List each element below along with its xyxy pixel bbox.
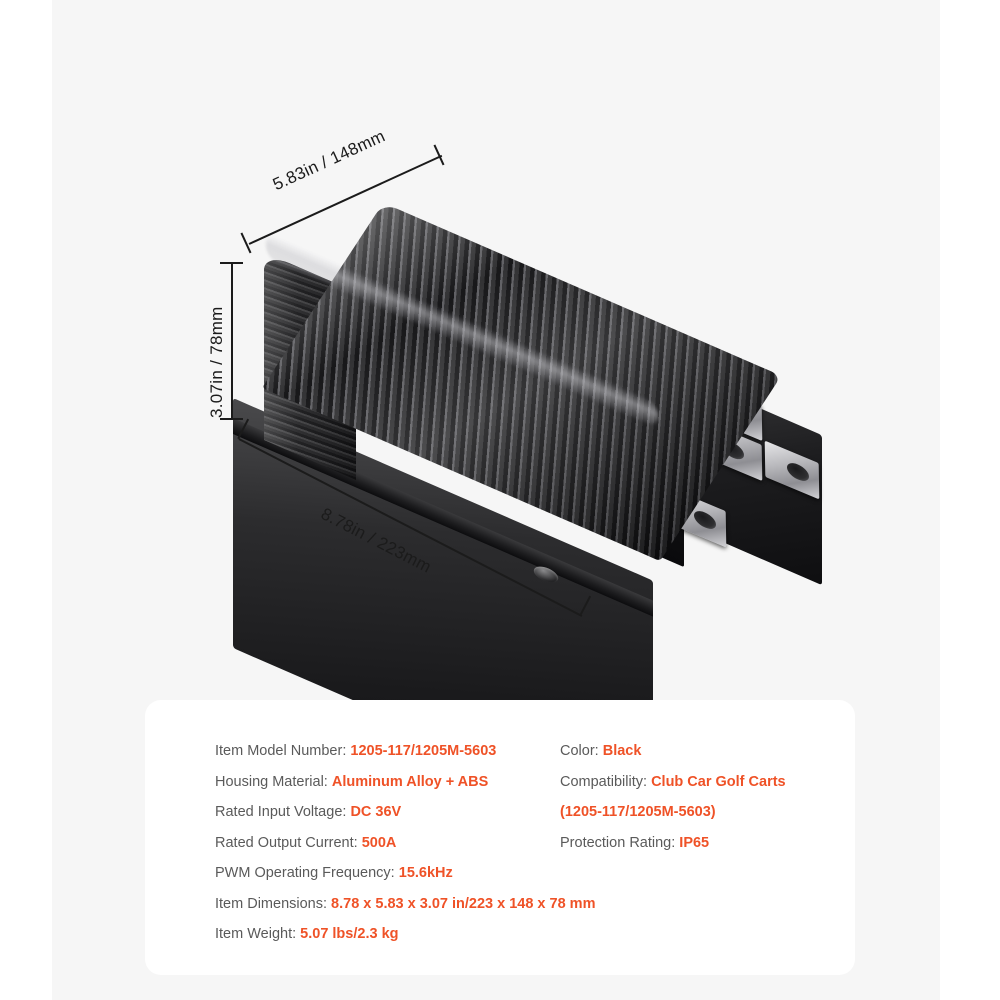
spec-value: Black [602, 743, 642, 759]
spec-value: Aluminum Alloy + ABS [331, 773, 489, 790]
height-dimension-line [231, 263, 233, 419]
spec-value: 1205-117/1205M-5603 [350, 743, 497, 759]
spec-row: (1205-117/1205M-5603) [560, 797, 835, 828]
spec-row: PWM Operating Frequency: 15.6kHz [215, 858, 560, 889]
spec-label: PWM Operating Frequency: [215, 865, 399, 881]
height-dimension-tick [220, 262, 243, 264]
spec-row: Protection Rating: IP65 [560, 828, 835, 859]
spec-row: Item Weight: 5.07 lbs/2.3 kg [215, 919, 560, 950]
height-dimension-tick [220, 418, 243, 420]
specification-card: Item Model Number: 1205-117/1205M-5603 H… [145, 700, 855, 975]
spec-row: Item Model Number: 1205-117/1205M-5603 [215, 736, 560, 767]
spec-row: Rated Input Voltage: DC 36V [215, 797, 560, 828]
spec-row: Compatibility: Club Car Golf Carts [560, 767, 835, 798]
spec-label: Item Dimensions: [215, 895, 332, 912]
spec-label: Protection Rating: [560, 834, 680, 851]
spec-label: Item Model Number: [215, 743, 351, 759]
spec-label: Compatibility: [560, 773, 652, 790]
spec-label: Rated Input Voltage: [215, 804, 351, 820]
spec-label: Item Weight: [215, 926, 301, 942]
spec-label: Housing Material: [215, 773, 332, 790]
spec-column-right: Color: Black Compatibility: Club Car Gol… [560, 736, 835, 950]
controller-illustration [0, 0, 1000, 690]
spec-row: Color: Black [560, 736, 835, 767]
spec-row: Rated Output Current: 500A [215, 828, 560, 859]
spec-value: (1205-117/1205M-5603) [560, 804, 716, 820]
spec-value: 15.6kHz [398, 865, 453, 881]
spec-value: IP65 [679, 834, 710, 851]
spec-value: 500A [361, 834, 397, 851]
height-dimension-label: 3.07in / 78mm [207, 306, 226, 418]
product-photo: 5.83in / 148mm 3.07in / 78mm 8.78in / 22… [0, 0, 1000, 690]
specification-grid: Item Model Number: 1205-117/1205M-5603 H… [215, 736, 835, 950]
spec-row: Housing Material: Aluminum Alloy + ABS [215, 767, 560, 798]
spec-label: Rated Output Current: [215, 834, 362, 851]
spec-row: Item Dimensions: 8.78 x 5.83 x 3.07 in/2… [215, 889, 595, 920]
spec-value: 5.07 lbs/2.3 kg [300, 926, 399, 942]
spec-value: 8.78 x 5.83 x 3.07 in/223 x 148 x 78 mm [331, 895, 596, 912]
spec-column-left: Item Model Number: 1205-117/1205M-5603 H… [215, 736, 595, 950]
spec-value: DC 36V [350, 804, 402, 820]
spec-value: Club Car Golf Carts [651, 773, 786, 790]
spec-label: Color: [560, 743, 603, 759]
